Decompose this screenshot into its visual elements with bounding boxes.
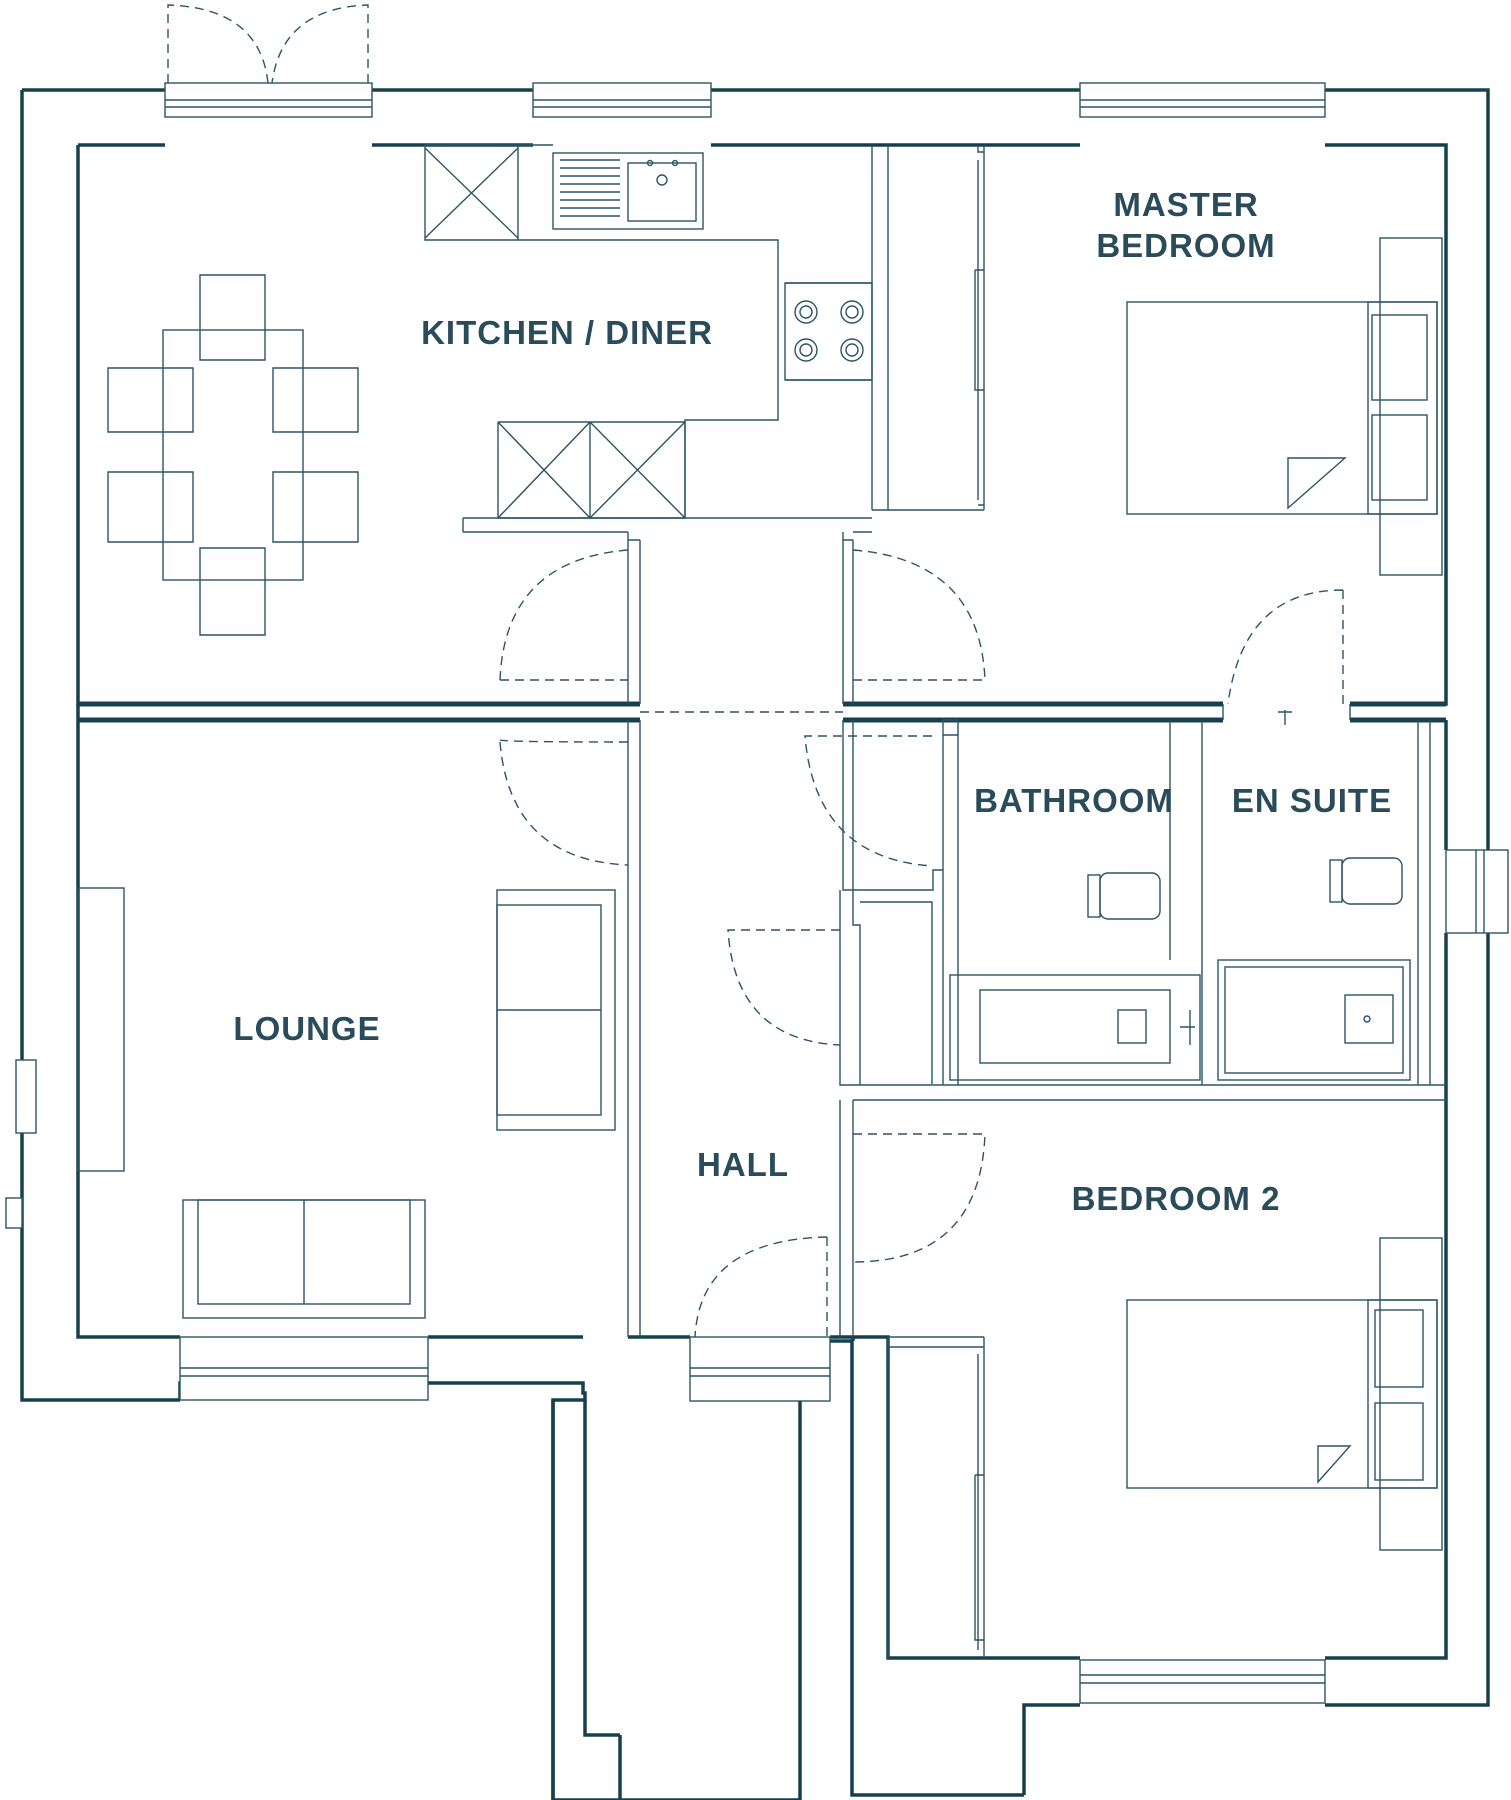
hob xyxy=(784,282,873,381)
dining-table xyxy=(162,329,304,581)
lounge-fixtures xyxy=(77,887,616,1319)
label-master-bedroom-line2: BEDROOM xyxy=(1096,227,1275,264)
label-master-bedroom-line1: MASTER xyxy=(1113,186,1258,223)
sink xyxy=(552,152,704,230)
kitchen-fixtures xyxy=(107,144,873,636)
bedroom2-fixtures xyxy=(1126,1237,1443,1551)
label-en-suite: EN SUITE xyxy=(1232,782,1392,819)
bathtub xyxy=(949,974,1201,1081)
windows xyxy=(5,82,1509,1704)
label-kitchen-diner: KITCHEN / DINER xyxy=(421,314,713,351)
wc-bathroom xyxy=(1099,872,1161,920)
vent-lounge-small xyxy=(5,1197,23,1229)
master-bedroom-fixtures xyxy=(1126,237,1443,576)
label-bedroom-2: BEDROOM 2 xyxy=(1072,1180,1281,1217)
chimney-breast xyxy=(77,887,125,1172)
doors xyxy=(167,4,1344,1338)
wc-ensuite xyxy=(1341,857,1403,905)
shower xyxy=(1217,959,1411,1081)
partitions xyxy=(462,145,1446,1658)
window-ensuite xyxy=(1445,849,1509,934)
bathroom-fixtures xyxy=(949,710,1411,1081)
outer-walls xyxy=(20,88,1490,1800)
room-labels: KITCHEN / DINER MASTER BEDROOM BATHROOM … xyxy=(233,186,1392,1217)
vent-lounge xyxy=(15,1059,37,1134)
label-hall: HALL xyxy=(697,1146,789,1183)
label-lounge: LOUNGE xyxy=(233,1010,380,1047)
label-bathroom: BATHROOM xyxy=(974,782,1174,819)
window-hall xyxy=(689,1336,831,1402)
chair xyxy=(199,274,266,361)
basin-ensuite xyxy=(1344,994,1394,1044)
bed-2 xyxy=(1126,1299,1438,1489)
master-bed xyxy=(1126,301,1438,515)
window-bedroom2 xyxy=(1079,1659,1326,1704)
